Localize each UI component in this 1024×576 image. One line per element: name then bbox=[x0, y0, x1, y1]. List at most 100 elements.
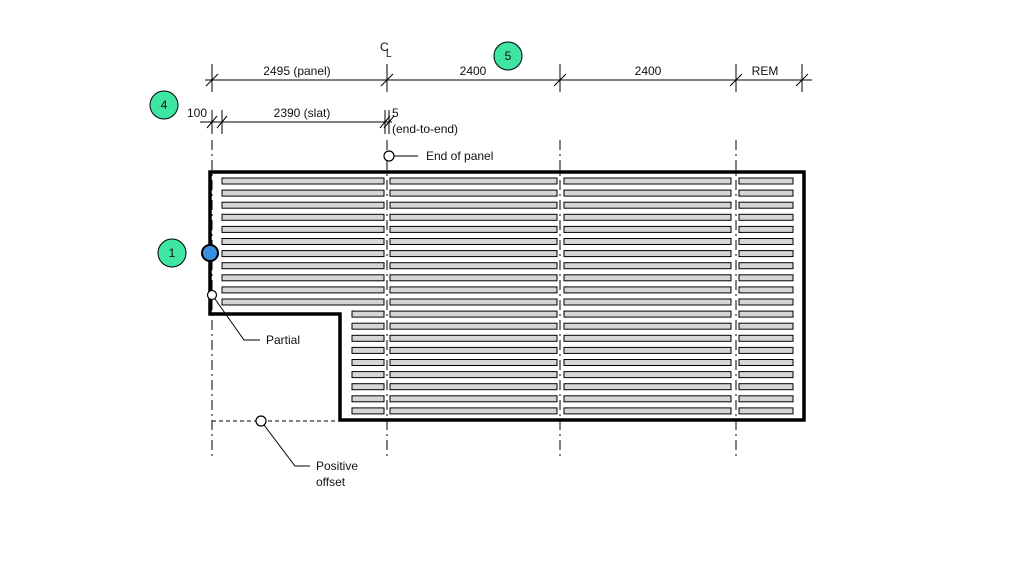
slat-r12-c2 bbox=[563, 322, 732, 330]
badge-4-label: 4 bbox=[161, 98, 168, 112]
slat-r0-c3 bbox=[738, 177, 794, 185]
badge-1-label: 1 bbox=[169, 246, 176, 260]
blue-marker-dot bbox=[201, 244, 219, 262]
deck-outline bbox=[208, 170, 806, 422]
slat-r3-c0 bbox=[221, 213, 385, 221]
slat-r19-c1 bbox=[389, 407, 558, 415]
dim-panel-2400-a: 2400 bbox=[460, 64, 487, 78]
badge-5-label: 5 bbox=[505, 49, 512, 63]
positive-offset-label-1: Positive bbox=[316, 459, 358, 473]
partial-marker bbox=[206, 289, 218, 301]
slat-r11-c3 bbox=[738, 310, 794, 318]
badge-5: 5 bbox=[493, 41, 523, 71]
slat-r12-c0 bbox=[351, 322, 385, 330]
slat-r10-c3 bbox=[738, 298, 794, 306]
dim-left-offset-100: 100 bbox=[187, 106, 207, 120]
slat-r17-c0 bbox=[351, 383, 385, 391]
slat-r13-c2 bbox=[563, 334, 732, 342]
slat-r9-c1 bbox=[389, 286, 558, 294]
slat-r3-c1 bbox=[389, 213, 558, 221]
slat-r0-c1 bbox=[389, 177, 558, 185]
slat-r6-c0 bbox=[221, 250, 385, 258]
slat-r5-c3 bbox=[738, 238, 794, 245]
slat-r3-c2 bbox=[563, 213, 732, 221]
slat-r5-c0 bbox=[221, 238, 385, 245]
slat-r14-c0 bbox=[351, 346, 385, 354]
slat-r4-c1 bbox=[389, 225, 558, 233]
slat-r6-c2 bbox=[563, 250, 732, 258]
slat-r11-c1 bbox=[389, 310, 558, 318]
top-dimension-row bbox=[205, 64, 812, 92]
slat-r17-c3 bbox=[738, 383, 794, 391]
badge-4: 4 bbox=[149, 90, 179, 120]
slat-r1-c1 bbox=[389, 189, 558, 197]
badge-1-circle bbox=[157, 238, 187, 268]
slat-r14-c1 bbox=[389, 346, 558, 354]
badge-1: 1 bbox=[157, 238, 187, 268]
slat-r17-c2 bbox=[563, 383, 732, 391]
partial-label: Partial bbox=[266, 333, 300, 347]
slat-r6-c1 bbox=[389, 250, 558, 258]
slat-r6-c3 bbox=[738, 250, 794, 258]
slat-r15-c0 bbox=[351, 359, 385, 366]
slat-r10-c1 bbox=[389, 298, 558, 306]
slat-r16-c1 bbox=[389, 371, 558, 379]
slat-r16-c0 bbox=[351, 371, 385, 379]
slat-r10-c0 bbox=[221, 298, 385, 306]
slat-grid bbox=[221, 177, 794, 415]
slat-r9-c3 bbox=[738, 286, 794, 294]
slat-r12-c1 bbox=[389, 322, 558, 330]
slat-r15-c1 bbox=[389, 359, 558, 366]
slat-r13-c0 bbox=[351, 334, 385, 342]
end-of-panel-callout: End of panel bbox=[383, 149, 493, 163]
slat-r2-c3 bbox=[738, 201, 794, 209]
slat-r18-c1 bbox=[389, 395, 558, 403]
slat-r9-c0 bbox=[221, 286, 385, 294]
slat-r16-c2 bbox=[563, 371, 732, 379]
slat-r18-c3 bbox=[738, 395, 794, 403]
slat-r14-c3 bbox=[738, 346, 794, 354]
slat-r12-c3 bbox=[738, 322, 794, 330]
centerline-symbol-c: C bbox=[380, 40, 389, 54]
dim-gap-5: 5 bbox=[392, 106, 399, 120]
slat-r7-c2 bbox=[563, 262, 732, 270]
positive-offset-marker bbox=[255, 415, 267, 427]
slat-r0-c2 bbox=[563, 177, 732, 185]
slat-r9-c2 bbox=[563, 286, 732, 294]
slat-r11-c0 bbox=[351, 310, 385, 318]
slat-r15-c2 bbox=[563, 359, 732, 366]
centerline-symbol-l: L bbox=[386, 49, 392, 60]
slat-r15-c3 bbox=[738, 359, 794, 366]
slat-r4-c0 bbox=[221, 225, 385, 233]
dim-slat-2390: 2390 (slat) bbox=[274, 106, 331, 120]
slat-r8-c2 bbox=[563, 274, 732, 282]
slat-r8-c0 bbox=[221, 274, 385, 282]
slat-r5-c2 bbox=[563, 238, 732, 245]
slat-r13-c1 bbox=[389, 334, 558, 342]
badge-5-circle bbox=[493, 41, 523, 71]
slat-r14-c2 bbox=[563, 346, 732, 354]
slat-r18-c0 bbox=[351, 395, 385, 403]
positive-offset-callout: Positive offset bbox=[212, 415, 358, 489]
slat-r2-c2 bbox=[563, 201, 732, 209]
slat-r1-c0 bbox=[221, 189, 385, 197]
dim-panel-2495: 2495 (panel) bbox=[263, 64, 330, 78]
slat-r7-c3 bbox=[738, 262, 794, 270]
slat-r11-c2 bbox=[563, 310, 732, 318]
slat-r1-c2 bbox=[563, 189, 732, 197]
slat-r2-c1 bbox=[389, 201, 558, 209]
slat-r19-c0 bbox=[351, 407, 385, 415]
slat-r5-c1 bbox=[389, 238, 558, 245]
slat-r4-c2 bbox=[563, 225, 732, 233]
slat-r18-c2 bbox=[563, 395, 732, 403]
slat-r0-c0 bbox=[221, 177, 385, 185]
slat-r2-c0 bbox=[221, 201, 385, 209]
slat-r7-c1 bbox=[389, 262, 558, 270]
slat-r10-c2 bbox=[563, 298, 732, 306]
partial-callout: Partial bbox=[206, 289, 300, 347]
slat-r19-c3 bbox=[738, 407, 794, 415]
slat-r8-c1 bbox=[389, 274, 558, 282]
slat-r3-c3 bbox=[738, 213, 794, 221]
end-of-panel-label: End of panel bbox=[426, 149, 493, 163]
